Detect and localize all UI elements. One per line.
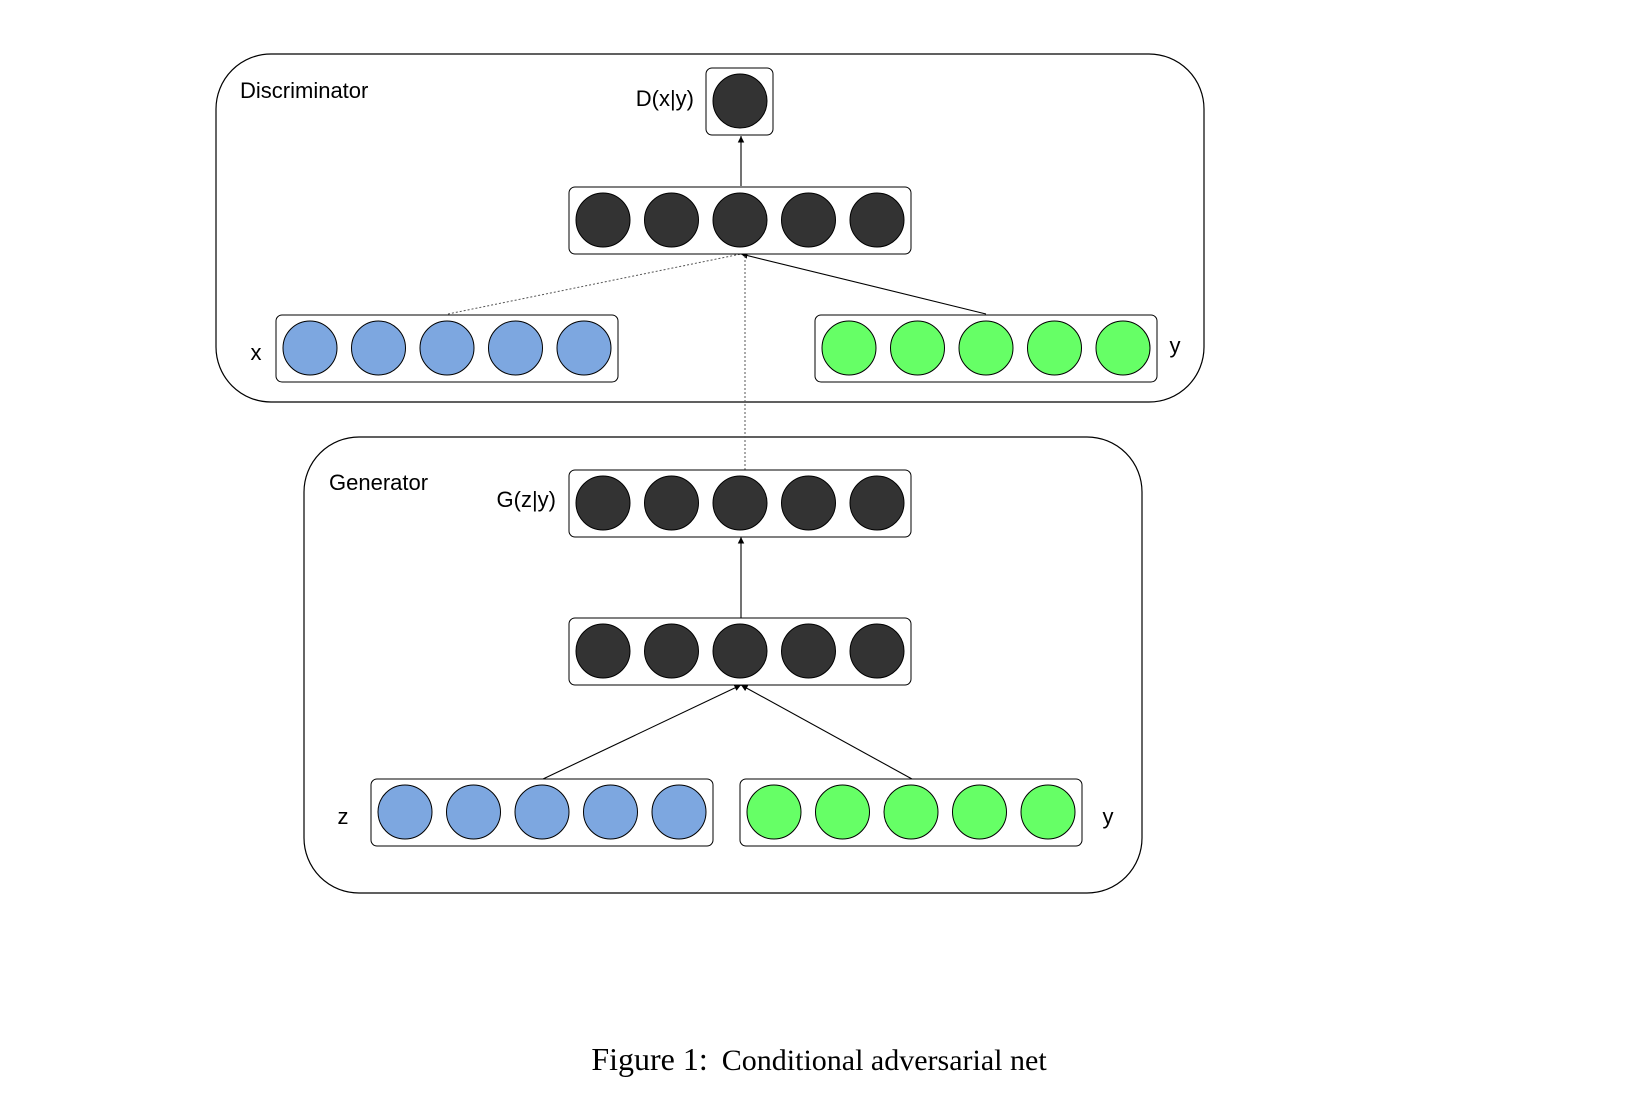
neuron-node (712, 475, 768, 531)
neuron-node (712, 192, 768, 248)
edge-dy-to-d-hidden (740, 252, 987, 315)
d-y-nodes (821, 320, 1151, 376)
neuron-node (488, 320, 543, 376)
neuron-node (575, 475, 631, 531)
neuron-node (1095, 320, 1151, 376)
g-y-label: y (1103, 804, 1114, 829)
neuron-node (712, 73, 768, 129)
neuron-node (644, 192, 699, 248)
d-x-label: x (251, 340, 262, 365)
neuron-node (419, 320, 475, 376)
neuron-node (952, 784, 1007, 840)
neuron-node (821, 320, 877, 376)
d-y-label: y (1170, 333, 1181, 358)
neuron-node (351, 320, 406, 376)
neuron-node (514, 784, 570, 840)
neuron-node (849, 623, 905, 679)
edges (447, 136, 987, 780)
neuron-node (644, 623, 699, 679)
neuron-node (1027, 320, 1082, 376)
generator-box (303, 436, 1143, 894)
neuron-node (556, 320, 612, 376)
g-z-nodes (377, 784, 707, 840)
d-x-nodes (282, 320, 612, 376)
neuron-node (1020, 784, 1076, 840)
neuron-node (377, 784, 433, 840)
g-hidden-nodes (575, 623, 905, 679)
edge-z-to-g-hidden (542, 684, 742, 780)
generator-title: Generator (329, 470, 428, 495)
neuron-node (575, 623, 631, 679)
edge-x-to-d-hidden (447, 253, 742, 315)
neuron-node (815, 784, 870, 840)
neuron-node (712, 623, 768, 679)
neuron-node (958, 320, 1014, 376)
d-hidden-nodes (575, 192, 905, 248)
g-z-label: z (338, 804, 349, 829)
neuron-node (890, 320, 945, 376)
neuron-node (583, 784, 638, 840)
g-output-label: G(z|y) (497, 487, 556, 512)
discriminator-title: Discriminator (240, 78, 368, 103)
neuron-node (651, 784, 707, 840)
figure-caption: Figure 1: Conditional adversarial net (591, 1041, 1047, 1077)
neuron-node (781, 192, 836, 248)
neuron-node (849, 475, 905, 531)
neuron-node (849, 192, 905, 248)
d-output-nodes (712, 73, 768, 129)
neuron-node (446, 784, 501, 840)
neuron-node (575, 192, 631, 248)
caption-text: Conditional adversarial net (722, 1044, 1048, 1077)
edge-gy-to-g-hidden (740, 684, 913, 780)
neuron-node (644, 475, 699, 531)
g-y-nodes (746, 784, 1076, 840)
neuron-node (282, 320, 338, 376)
neuron-node (781, 623, 836, 679)
neuron-node (746, 784, 802, 840)
neuron-node (781, 475, 836, 531)
neuron-node (883, 784, 939, 840)
g-output-nodes (575, 475, 905, 531)
discriminator-box (215, 53, 1205, 403)
d-output-label: D(x|y) (636, 86, 694, 111)
caption-prefix: Figure 1: (591, 1041, 707, 1077)
